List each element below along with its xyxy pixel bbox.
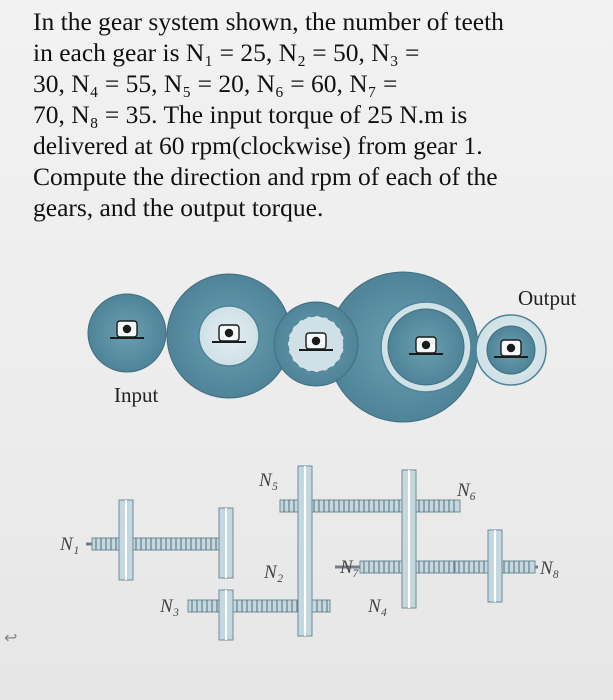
problem-line-1: In the gear system shown, the number of … xyxy=(33,7,504,36)
problem-line-6: Compute the direction and rpm of each of… xyxy=(33,162,498,191)
problem-line-7: gears, and the output torque. xyxy=(33,193,324,222)
gear-front-view: Input Output xyxy=(87,271,577,423)
corner-mark-icon: ↩ xyxy=(4,628,18,647)
label-n7: N₇ xyxy=(339,557,360,578)
label-n2: N₂ xyxy=(263,562,284,583)
label-n3: N₃ xyxy=(159,596,179,617)
problem-line-3: 30, N₄ = 55, N₅ = 20, N₆ = 60, N₇ = xyxy=(33,69,398,98)
label-n6: N₆ xyxy=(456,480,476,501)
problem-line-4: 70, N₈ = 35. The input torque of 25 N.m … xyxy=(33,100,468,129)
bearing-icons xyxy=(110,320,528,358)
label-n4: N₄ xyxy=(367,596,387,617)
problem-statement: In the gear system shown, the number of … xyxy=(33,6,593,223)
label-n8: N₈ xyxy=(539,558,559,579)
label-n5: N₅ xyxy=(258,470,278,491)
problem-line-5: delivered at 60 rpm(clockwise) from gear… xyxy=(33,131,483,160)
input-label: Input xyxy=(114,383,158,407)
gear-side-view: N₁ N₂ N₃ N₄ N₅ N₆ N₇ N₈ xyxy=(59,465,559,641)
label-n1: N₁ xyxy=(59,534,79,555)
output-label: Output xyxy=(518,286,577,310)
problem-line-2: in each gear is N₁ = 25, N₂ = 50, N₃ = xyxy=(33,38,420,67)
